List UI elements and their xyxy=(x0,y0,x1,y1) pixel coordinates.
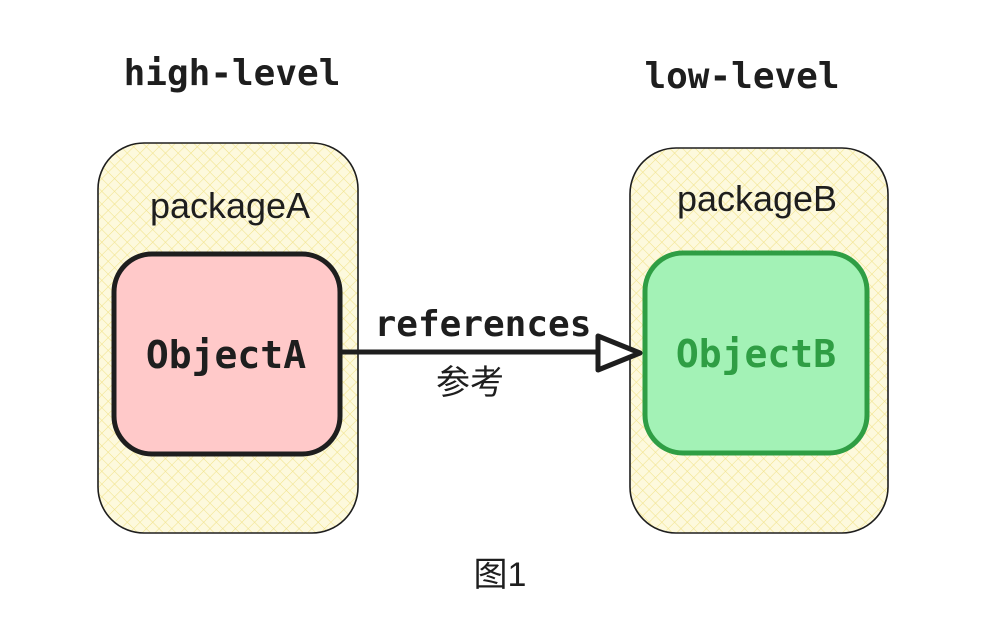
low-level-label: low-level xyxy=(644,56,839,97)
edge-label-zh: 参考 xyxy=(436,364,504,402)
figure-caption: 图1 xyxy=(474,556,527,594)
object-b-box xyxy=(642,250,870,456)
high-level-label: high-level xyxy=(124,53,341,94)
object-b-label: ObjectB xyxy=(676,332,836,376)
package-b-label: packageB xyxy=(677,178,837,219)
package-a-label: packageA xyxy=(150,185,310,226)
edge-label: references xyxy=(375,304,592,345)
references-arrow: references 参考 xyxy=(337,304,643,402)
arrow-head xyxy=(595,333,643,373)
object-b-node: ObjectB xyxy=(642,250,870,456)
object-a-label: ObjectA xyxy=(146,333,306,377)
object-a-node: ObjectA xyxy=(111,251,343,457)
